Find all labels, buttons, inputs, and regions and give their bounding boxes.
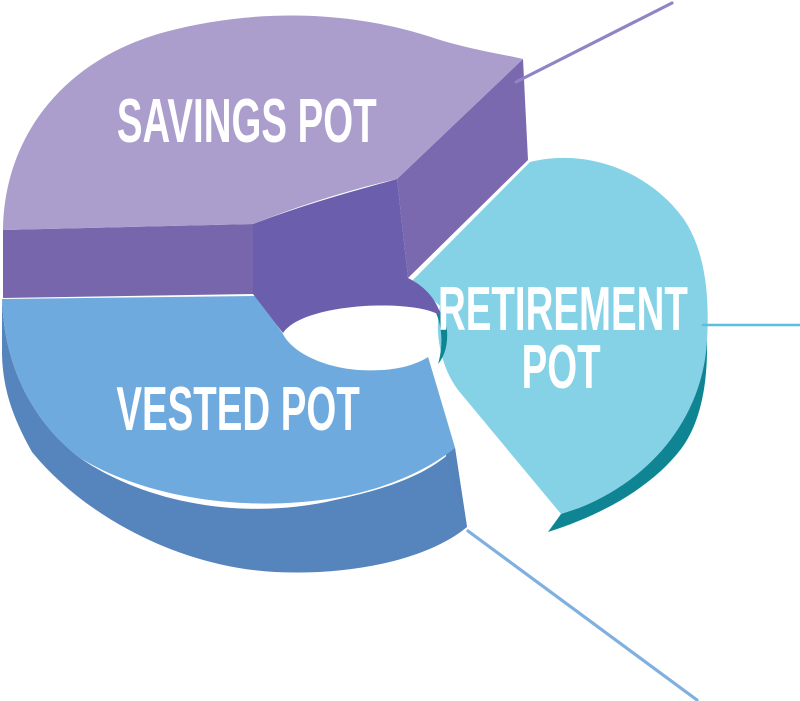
- retirement-side-face: [548, 340, 708, 532]
- savings-pot-label: SAVINGS POT: [117, 86, 377, 156]
- vested-top-face: [2, 296, 455, 504]
- retirement-top-face: [412, 157, 708, 514]
- savings-cut-face: [397, 59, 528, 278]
- savings-leader-line: [514, 1, 674, 84]
- segment-labels: SAVINGS POT VESTED POT RETIREMENT POT: [116, 86, 688, 444]
- retirement-inner-wall: [404, 284, 448, 364]
- retirement-pot-segment: [404, 157, 708, 532]
- savings-pot-segment: [3, 15, 528, 333]
- vested-leader-line: [466, 529, 699, 701]
- vested-side-face: [2, 299, 467, 573]
- vested-pot-label: VESTED POT: [116, 374, 359, 444]
- vested-pot-segment: [2, 296, 467, 573]
- savings-inner-wall: [253, 179, 441, 333]
- retirement-pot-label-line1: RETIREMENT: [438, 274, 688, 344]
- savings-side-face: [3, 224, 253, 298]
- savings-top-face: [3, 15, 523, 230]
- retirement-pot-label-line2: POT: [522, 332, 601, 402]
- leader-lines: [466, 1, 800, 701]
